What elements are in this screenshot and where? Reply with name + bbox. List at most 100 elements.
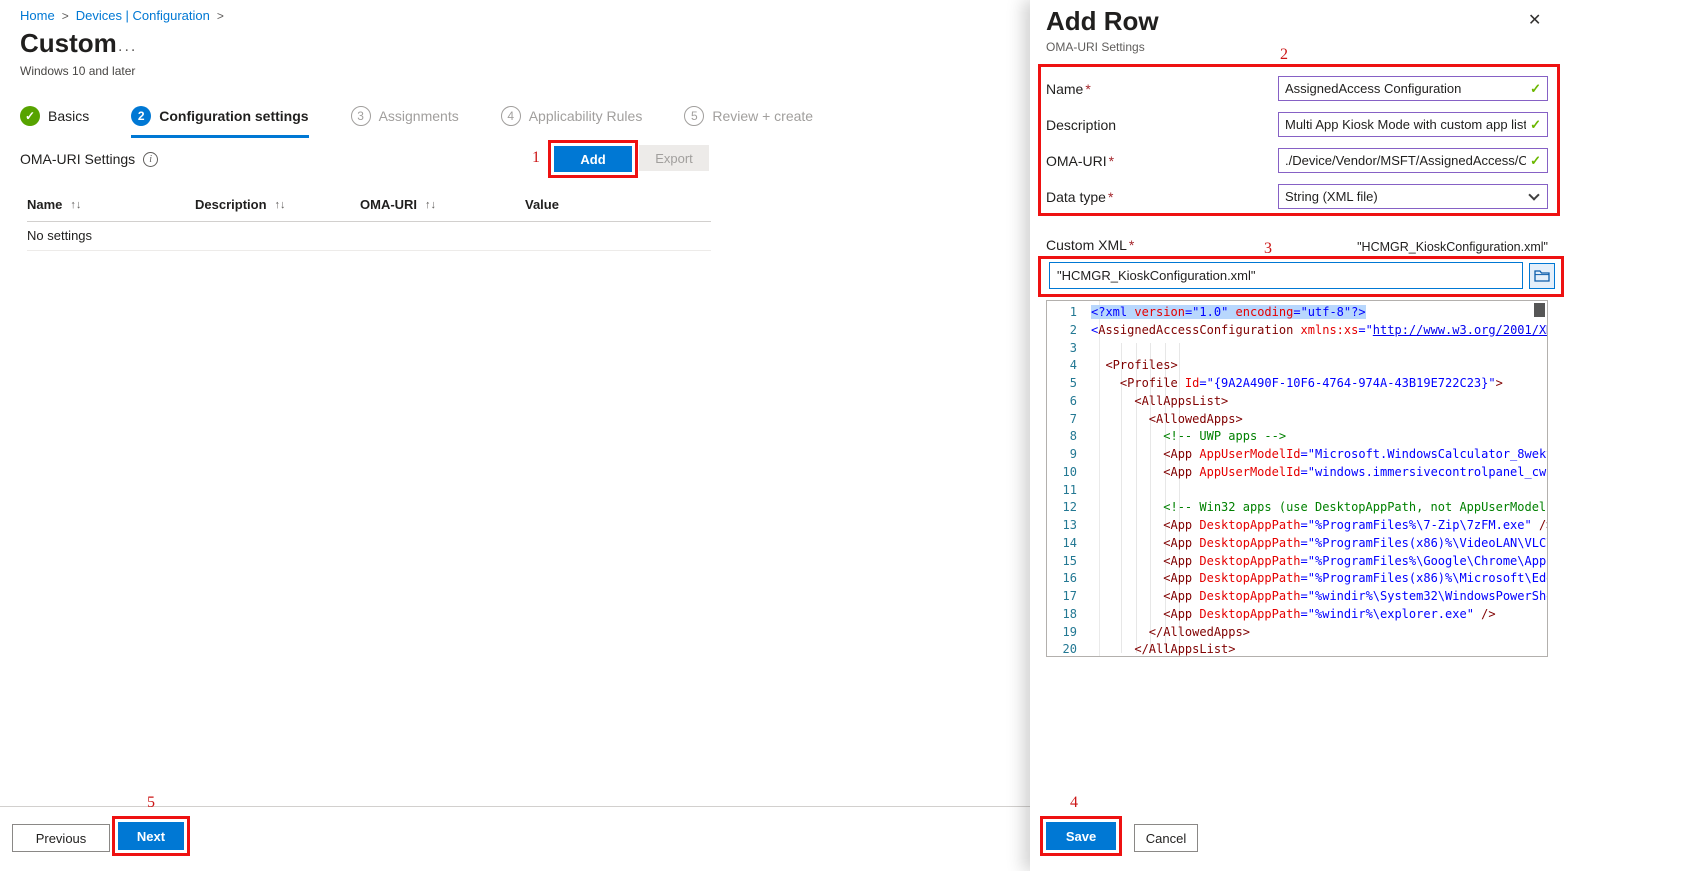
panel-title: Add Row bbox=[1046, 6, 1159, 36]
annotation-box-save: Save bbox=[1040, 816, 1122, 856]
wizard-tabs: ✓ Basics 2 Configuration settings 3 Assi… bbox=[20, 106, 855, 138]
add-button[interactable]: Add bbox=[554, 146, 632, 172]
save-button[interactable]: Save bbox=[1046, 822, 1116, 850]
column-header-label: Value bbox=[525, 197, 559, 212]
tab-label: Assignments bbox=[378, 108, 459, 124]
name-field-value: AssignedAccess Configuration bbox=[1285, 81, 1462, 96]
data-type-select[interactable]: String (XML file) bbox=[1278, 184, 1548, 209]
tab-label: Basics bbox=[48, 108, 90, 124]
indent-guide bbox=[1179, 343, 1180, 653]
name-field-label: Name* bbox=[1046, 81, 1091, 97]
required-asterisk: * bbox=[1128, 237, 1135, 253]
sort-icon[interactable]: ↑↓ bbox=[70, 198, 82, 211]
tab-review-create[interactable]: 5 Review + create bbox=[684, 106, 813, 138]
code-line: 12 <!-- Win32 apps (use DesktopAppPath, … bbox=[1062, 500, 1548, 515]
breadcrumb-devices-configuration-link[interactable]: Devices | Configuration bbox=[75, 8, 210, 23]
oma-uri-field[interactable]: ./Device/Vendor/MSFT/AssignedAccess/Conf… bbox=[1278, 148, 1548, 173]
indent-guide bbox=[1121, 343, 1122, 653]
cancel-button[interactable]: Cancel bbox=[1134, 824, 1198, 852]
column-header-oma-uri[interactable]: OMA-URI ↑↓ bbox=[360, 197, 436, 212]
code-line: 20 </AllAppsList> bbox=[1062, 642, 1236, 657]
annotation-step-5: 5 bbox=[147, 794, 155, 811]
annotation-box-fields bbox=[1038, 64, 1560, 216]
annotation-step-3: 3 bbox=[1264, 240, 1272, 257]
annotation-box-next: Next bbox=[112, 816, 190, 856]
previous-button[interactable]: Previous bbox=[12, 824, 110, 852]
code-line: 8 <!-- UWP apps --> bbox=[1069, 429, 1287, 444]
info-icon[interactable]: i bbox=[143, 151, 159, 167]
chevron-down-icon bbox=[1528, 188, 1540, 201]
data-type-field-label: Data type* bbox=[1046, 189, 1113, 205]
indent-guide bbox=[1136, 343, 1137, 653]
tab-label: Review + create bbox=[712, 108, 814, 124]
required-asterisk: * bbox=[1107, 189, 1114, 205]
annotation-step-1: 1 bbox=[532, 149, 540, 166]
code-line: 7 <AllowedApps> bbox=[1069, 411, 1243, 426]
column-header-description[interactable]: Description ↑↓ bbox=[195, 197, 286, 212]
oma-uri-field-label: OMA-URI* bbox=[1046, 153, 1114, 169]
valid-check-icon: ✓ bbox=[1530, 80, 1541, 96]
description-field-value: Multi App Kiosk Mode with custom app lis… bbox=[1285, 117, 1527, 132]
check-icon: ✓ bbox=[20, 106, 40, 126]
export-button[interactable]: Export bbox=[639, 145, 709, 171]
step-number-badge: 5 bbox=[684, 106, 705, 126]
annotation-box-file: "HCMGR_KioskConfiguration.xml" bbox=[1038, 256, 1564, 297]
custom-xml-file-input[interactable]: "HCMGR_KioskConfiguration.xml" bbox=[1049, 262, 1523, 289]
step-number-badge: 3 bbox=[350, 106, 371, 126]
valid-check-icon: ✓ bbox=[1530, 116, 1541, 132]
tab-configuration-settings[interactable]: 2 Configuration settings bbox=[131, 106, 309, 138]
next-button[interactable]: Next bbox=[118, 822, 184, 850]
table-row-divider bbox=[27, 250, 711, 251]
field-label-text: Custom XML bbox=[1046, 237, 1127, 253]
gutter-divider bbox=[1099, 301, 1100, 656]
tab-applicability-rules[interactable]: 4 Applicability Rules bbox=[500, 106, 642, 138]
code-line: 9 <App AppUserModelId="Microsoft.Windows… bbox=[1069, 447, 1547, 461]
breadcrumb-home-link[interactable]: Home bbox=[20, 8, 55, 23]
description-field[interactable]: Multi App Kiosk Mode with custom app lis… bbox=[1278, 112, 1548, 137]
folder-icon bbox=[1534, 270, 1550, 282]
name-field[interactable]: AssignedAccess Configuration ✓ bbox=[1278, 76, 1548, 101]
code-line: 19 </AllowedApps> bbox=[1062, 624, 1250, 639]
sort-icon[interactable]: ↑↓ bbox=[425, 198, 437, 211]
more-options-icon[interactable]: ... bbox=[118, 38, 138, 55]
description-field-label: Description bbox=[1046, 117, 1118, 133]
annotation-step-4: 4 bbox=[1070, 794, 1078, 811]
field-label-text: Name bbox=[1046, 81, 1084, 97]
breadcrumb: Home > Devices | Configuration > bbox=[20, 8, 224, 23]
column-header-label: Name bbox=[27, 197, 63, 212]
code-line: 13 <App DesktopAppPath="%ProgramFiles%\7… bbox=[1062, 518, 1547, 532]
panel-subtitle: OMA-URI Settings bbox=[1046, 40, 1145, 54]
step-number-badge: 4 bbox=[500, 106, 521, 126]
column-header-name[interactable]: Name ↑↓ bbox=[27, 197, 81, 212]
indent-guide bbox=[1150, 343, 1151, 653]
sort-icon[interactable]: ↑↓ bbox=[274, 198, 286, 211]
editor-scrollbar-thumb[interactable] bbox=[1534, 303, 1545, 317]
table-header-divider bbox=[27, 221, 711, 222]
indent-guide bbox=[1165, 343, 1166, 653]
code-line: 14 <App DesktopAppPath="%ProgramFiles(x8… bbox=[1062, 535, 1547, 550]
data-type-select-value: String (XML file) bbox=[1285, 189, 1378, 204]
close-icon[interactable]: ✕ bbox=[1528, 12, 1542, 29]
code-line: 10 <App AppUserModelId="windows.immersiv… bbox=[1062, 464, 1547, 479]
section-label-text: OMA-URI Settings bbox=[20, 151, 136, 167]
column-header-label: OMA-URI bbox=[360, 197, 418, 212]
annotation-box-add: Add bbox=[548, 140, 638, 178]
required-asterisk: * bbox=[1085, 81, 1091, 97]
field-label-text: OMA-URI bbox=[1046, 153, 1107, 169]
valid-check-icon: ✓ bbox=[1530, 152, 1541, 168]
tab-assignments[interactable]: 3 Assignments bbox=[350, 106, 459, 138]
tab-basics[interactable]: ✓ Basics bbox=[20, 106, 89, 138]
xml-code-editor[interactable]: 1<?xml version="1.0" encoding="utf-8"?>2… bbox=[1046, 300, 1548, 657]
custom-xml-label: Custom XML* bbox=[1046, 237, 1134, 253]
code-line: 18 <App DesktopAppPath="%windir%\explore… bbox=[1062, 606, 1496, 621]
browse-file-button[interactable] bbox=[1529, 263, 1555, 289]
page-subtitle: Windows 10 and later bbox=[20, 64, 136, 78]
tab-label: Configuration settings bbox=[159, 108, 309, 124]
oma-uri-field-value: ./Device/Vendor/MSFT/AssignedAccess/Conf… bbox=[1285, 153, 1527, 168]
chevron-right-icon: > bbox=[216, 8, 224, 23]
code-line: 17 <App DesktopAppPath="%windir%\System3… bbox=[1062, 589, 1547, 603]
code-line: 5 <Profile Id="{9A2A490F-10F6-4764-974A-… bbox=[1069, 376, 1503, 390]
required-asterisk: * bbox=[1108, 153, 1115, 169]
field-label-text: Data type bbox=[1046, 189, 1106, 205]
column-header-value: Value bbox=[525, 197, 559, 212]
